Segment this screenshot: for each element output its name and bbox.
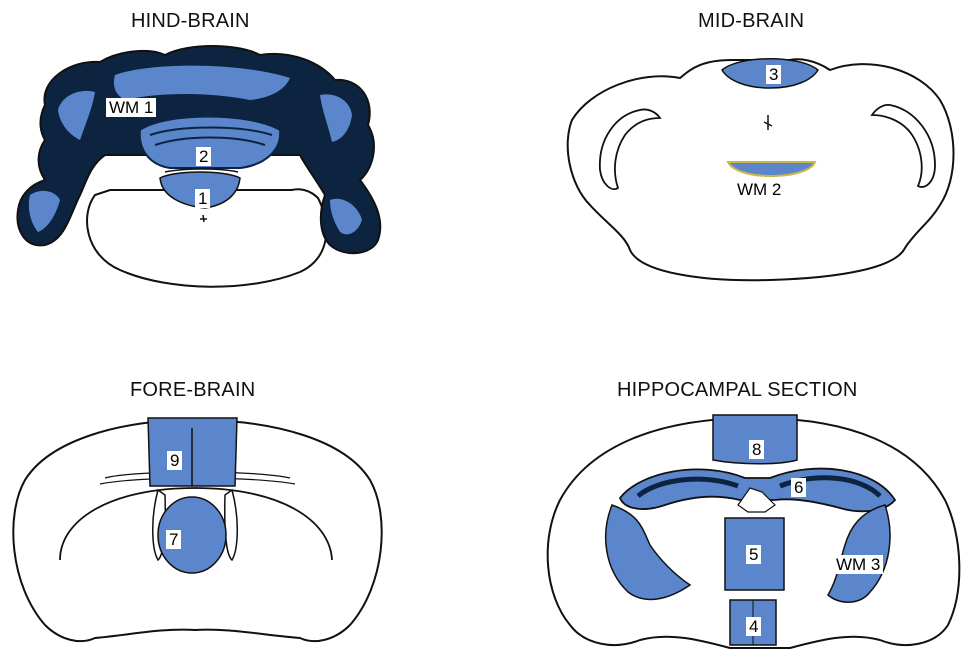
region-1-label: 1 [195,189,210,208]
region-9-label: 9 [167,451,182,470]
mid-brain-section [568,59,954,281]
wm3-label: WM 3 [833,555,883,574]
region-7-label: 7 [166,530,181,549]
wm1-label: WM 1 [106,98,156,117]
fore-brain-section [13,418,381,641]
hind-brain-section [17,46,380,287]
region-2-label: 2 [196,147,211,166]
region-6-label: 6 [791,478,806,497]
region-8-label: 8 [749,440,764,459]
region-3-label: 3 [766,65,781,84]
region-4-label: 4 [746,617,761,636]
region-5-label: 5 [746,545,761,564]
wm2-label: WM 2 [734,180,784,199]
